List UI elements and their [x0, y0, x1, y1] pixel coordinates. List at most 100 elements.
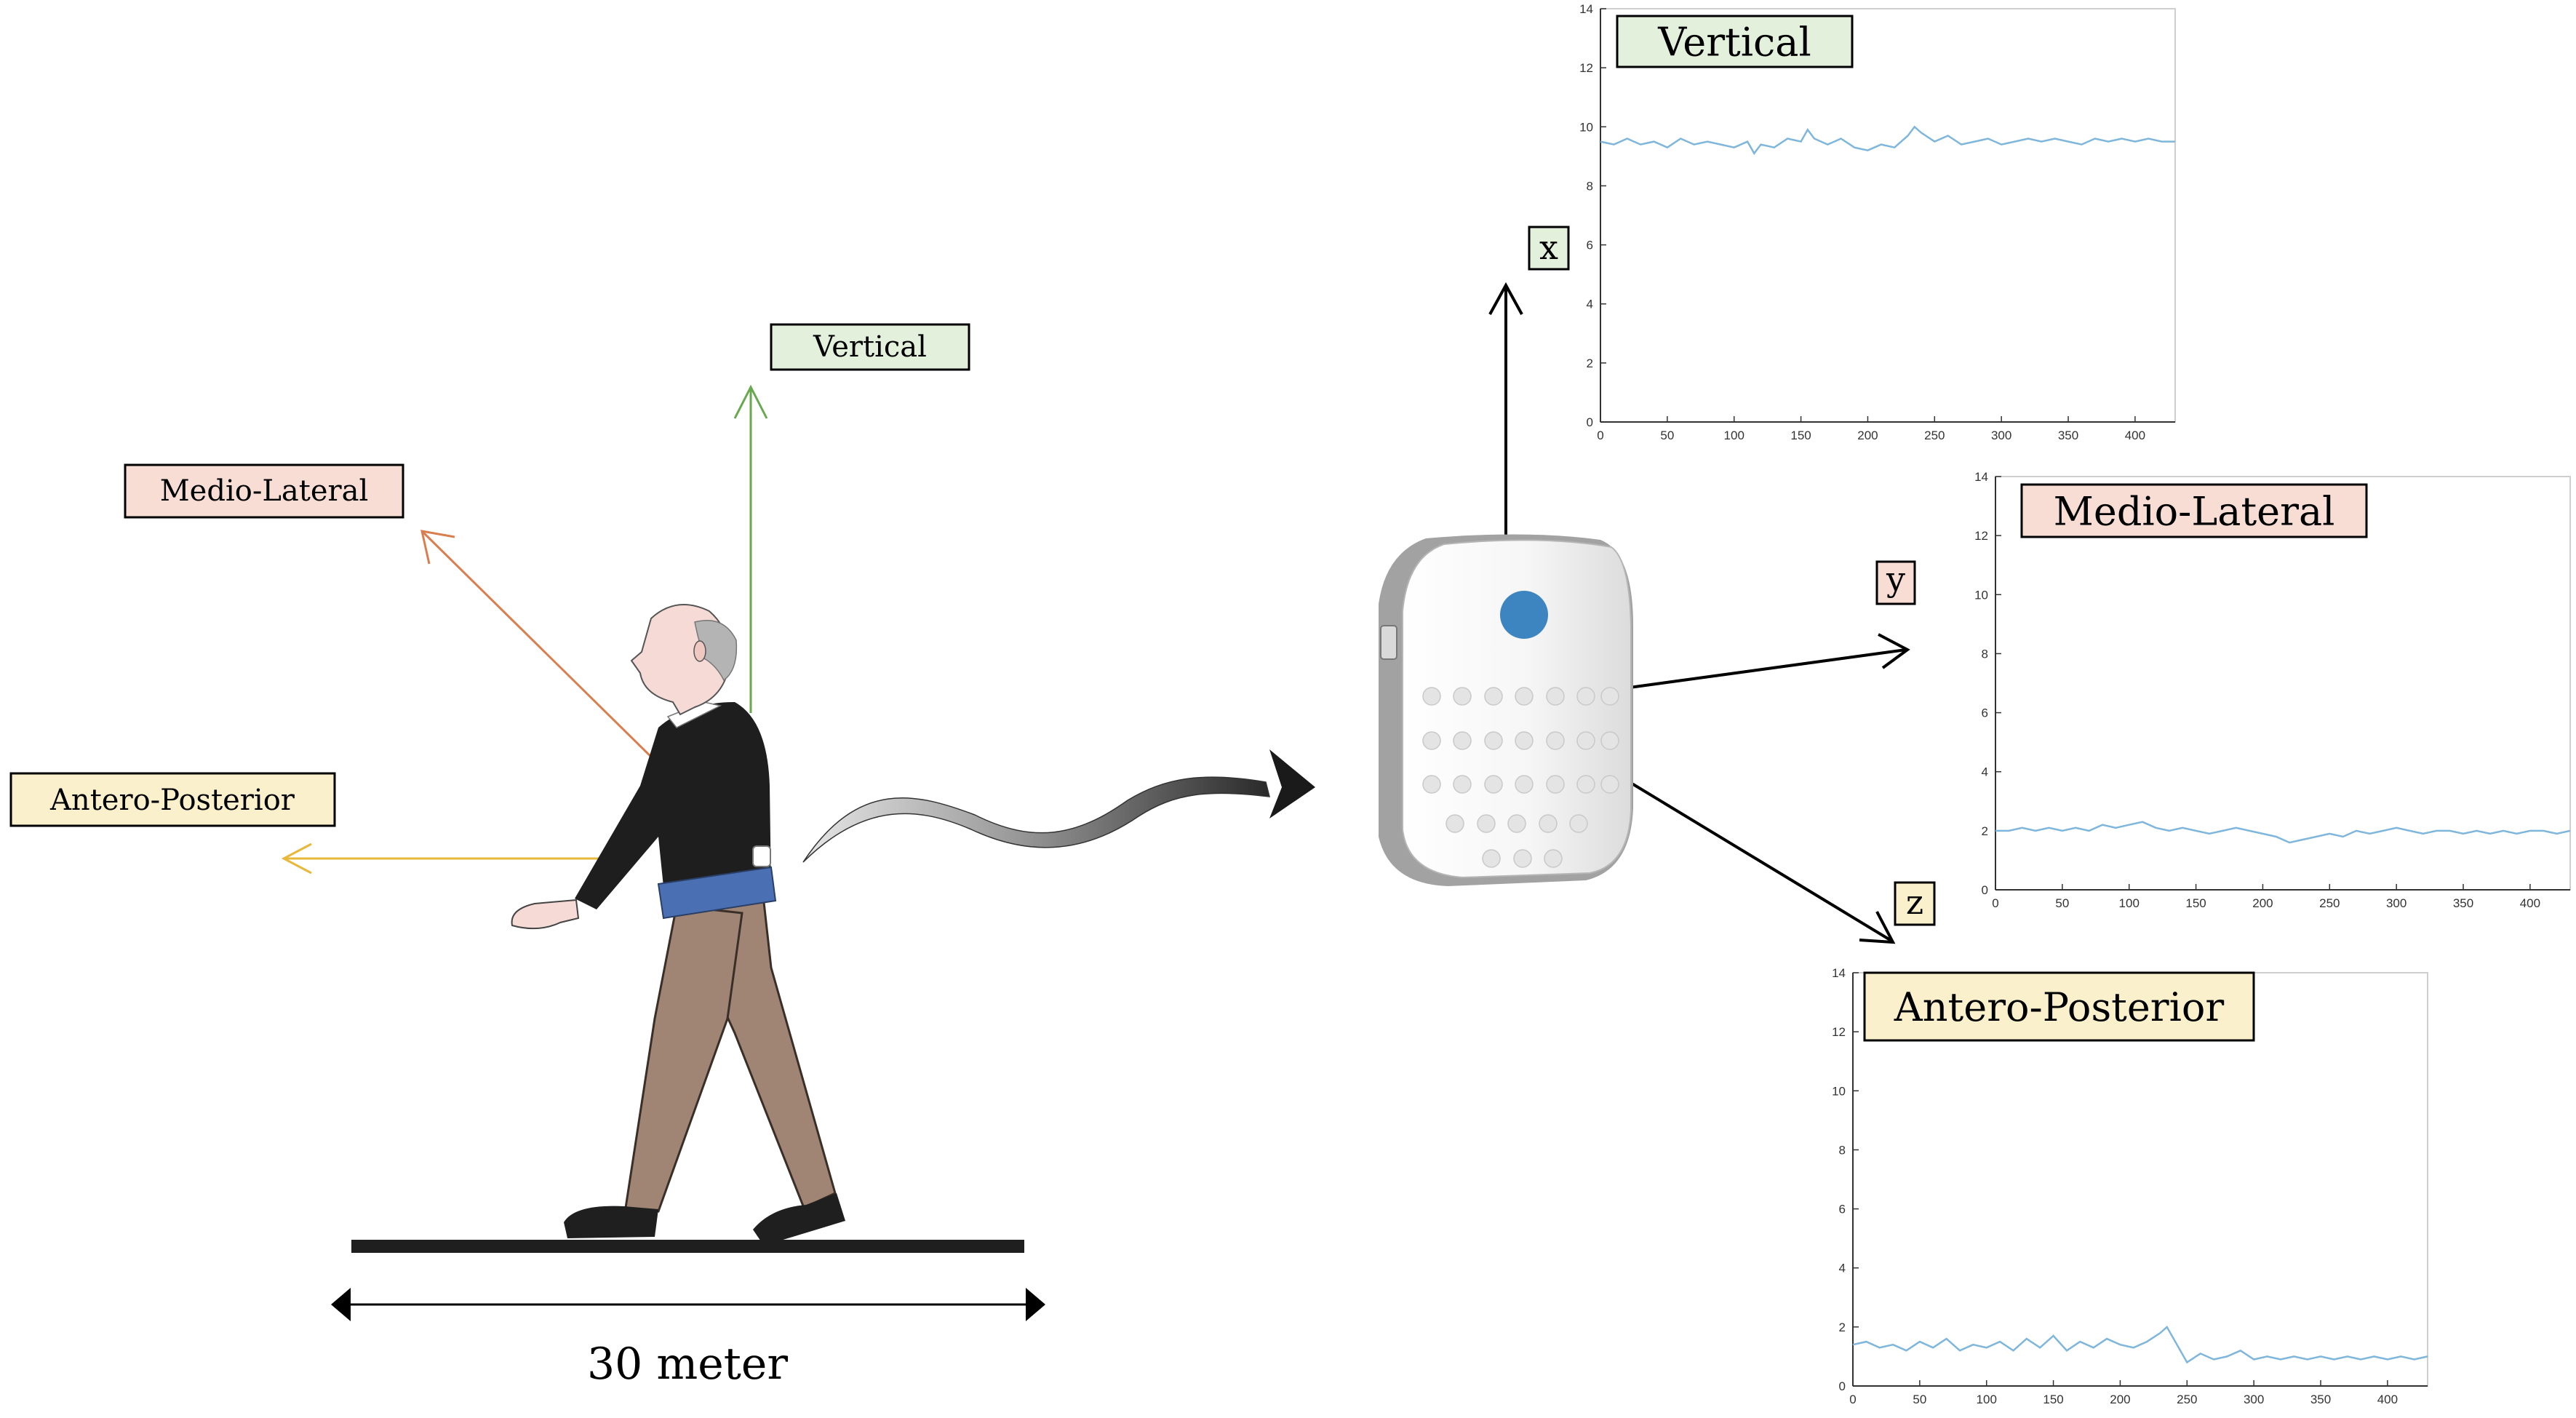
- sensor-dot: [1569, 814, 1588, 833]
- y-tick-label: 6: [1839, 1203, 1846, 1216]
- sensor-dot: [1546, 687, 1565, 706]
- x-tick-label: 200: [2110, 1393, 2130, 1406]
- sensor-dot: [1453, 687, 1472, 706]
- x-tick-label: 300: [1991, 429, 2011, 442]
- x-tick-label: 350: [2453, 896, 2473, 910]
- sensor-scene: x y z: [1379, 226, 1936, 944]
- sensor-dot: [1507, 814, 1526, 833]
- plot-title: Vertical: [1657, 19, 1811, 65]
- sensor-dot: [1515, 687, 1534, 706]
- distance-arrow: [331, 1288, 1045, 1321]
- vertical-direction-arrow: [733, 384, 768, 713]
- y-tick-label: 2: [1587, 357, 1593, 370]
- sensor-dot: [1544, 849, 1563, 868]
- walking-person-illustration: [511, 604, 845, 1246]
- y-tick-label: 6: [1982, 706, 1988, 720]
- x-tick-label: 150: [2185, 896, 2206, 910]
- y-tick-label: 8: [1982, 647, 1988, 661]
- sensor-dot: [1546, 731, 1565, 750]
- x-tick-label: 150: [2043, 1393, 2063, 1406]
- signal-series-line: [1995, 821, 2571, 844]
- medio-lateral-label: Medio-Lateral: [160, 474, 369, 508]
- x-tick-label: 350: [2310, 1393, 2331, 1406]
- y-tick-label: 12: [1579, 61, 1593, 75]
- sensor-dot: [1600, 687, 1619, 706]
- sensor-dot: [1600, 775, 1619, 794]
- y-tick-label: 0: [1982, 883, 1988, 897]
- y-tick-label: 0: [1587, 415, 1593, 429]
- y-tick-label: 10: [1974, 588, 1988, 602]
- vertical-label-box: Vertical: [770, 323, 970, 371]
- y-letter-box: y: [1875, 559, 1916, 605]
- x-tick-label: 100: [1724, 429, 1744, 442]
- y-tick-label: 12: [1974, 529, 1988, 543]
- antero-posterior-direction-arrow: [281, 843, 626, 875]
- y-tick-label: 8: [1839, 1143, 1846, 1157]
- wearable-sensor-device: [1379, 534, 1633, 886]
- x-tick-label: 150: [1790, 429, 1811, 442]
- x-tick-label: 200: [2252, 896, 2273, 910]
- y-axis-arrow: [1629, 633, 1910, 689]
- y-tick-label: 8: [1587, 179, 1593, 193]
- x-tick-label: 400: [2520, 896, 2540, 910]
- x-tick-label: 200: [1857, 429, 1878, 442]
- sensor-dot: [1445, 814, 1464, 833]
- sensor-dot: [1600, 731, 1619, 750]
- sensor-dot: [1453, 731, 1472, 750]
- x-tick-label: 300: [2244, 1393, 2264, 1406]
- sensor-status-button: [1500, 591, 1548, 639]
- z-letter-box: z: [1894, 881, 1936, 926]
- x-tick-label: 400: [2125, 429, 2145, 442]
- y-tick-label: 14: [1579, 2, 1593, 16]
- signal-series-line: [1600, 125, 2175, 156]
- distance-label: 30 meter: [587, 1339, 788, 1390]
- y-tick-label: 14: [1832, 966, 1846, 980]
- y-tick-label: 4: [1982, 765, 1988, 779]
- antero-posterior-label-box: Antero-Posterior: [9, 772, 336, 827]
- z-axis-arrow: [1628, 781, 1896, 944]
- medio-lateral-label-box: Medio-Lateral: [124, 463, 404, 519]
- sensor-dot: [1422, 775, 1441, 794]
- vertical-label: Vertical: [813, 330, 927, 364]
- walkway-bar: [351, 1240, 1024, 1253]
- y-tick-label: 10: [1579, 120, 1593, 134]
- sensor-dot: [1484, 731, 1503, 750]
- x-tick-label: 50: [1913, 1393, 1926, 1406]
- x-tick-label: 350: [2058, 429, 2078, 442]
- plot-frame: [1600, 8, 2176, 423]
- x-tick-label: 0: [1992, 896, 1998, 910]
- x-axis-arrow: [1488, 282, 1523, 542]
- y-tick-label: 14: [1974, 470, 1988, 484]
- sensor-dot: [1576, 687, 1595, 706]
- x-tick-label: 250: [1924, 429, 1945, 442]
- x-axis-letter: x: [1539, 228, 1558, 267]
- x-tick-label: 250: [2319, 896, 2340, 910]
- x-tick-label: 100: [1977, 1393, 1997, 1406]
- sensor-dot: [1482, 849, 1501, 868]
- x-tick-label: 100: [2119, 896, 2140, 910]
- sensor-dot: [1513, 849, 1532, 868]
- sensor-dot: [1515, 731, 1534, 750]
- x-letter-box: x: [1528, 226, 1570, 271]
- y-tick-label: 10: [1832, 1084, 1846, 1098]
- y-tick-label: 2: [1982, 824, 1988, 838]
- sensor-dot: [1453, 775, 1472, 794]
- sensor-dot: [1484, 687, 1503, 706]
- plot-frame: [1995, 476, 2571, 891]
- y-tick-label: 4: [1839, 1262, 1846, 1275]
- x-tick-label: 50: [2055, 896, 2069, 910]
- sensor-dot: [1422, 731, 1441, 750]
- x-tick-label: 0: [1849, 1393, 1856, 1406]
- plot-title: Medio-Lateral: [2054, 488, 2335, 534]
- y-tick-label: 12: [1832, 1025, 1846, 1039]
- plot-title-box: [1863, 971, 2255, 1042]
- plot-title-box: [1616, 15, 1854, 68]
- sensor-dot: [1539, 814, 1558, 833]
- plot-title-box: [2020, 483, 2368, 538]
- sensor-dot: [1515, 775, 1534, 794]
- x-tick-label: 400: [2377, 1393, 2398, 1406]
